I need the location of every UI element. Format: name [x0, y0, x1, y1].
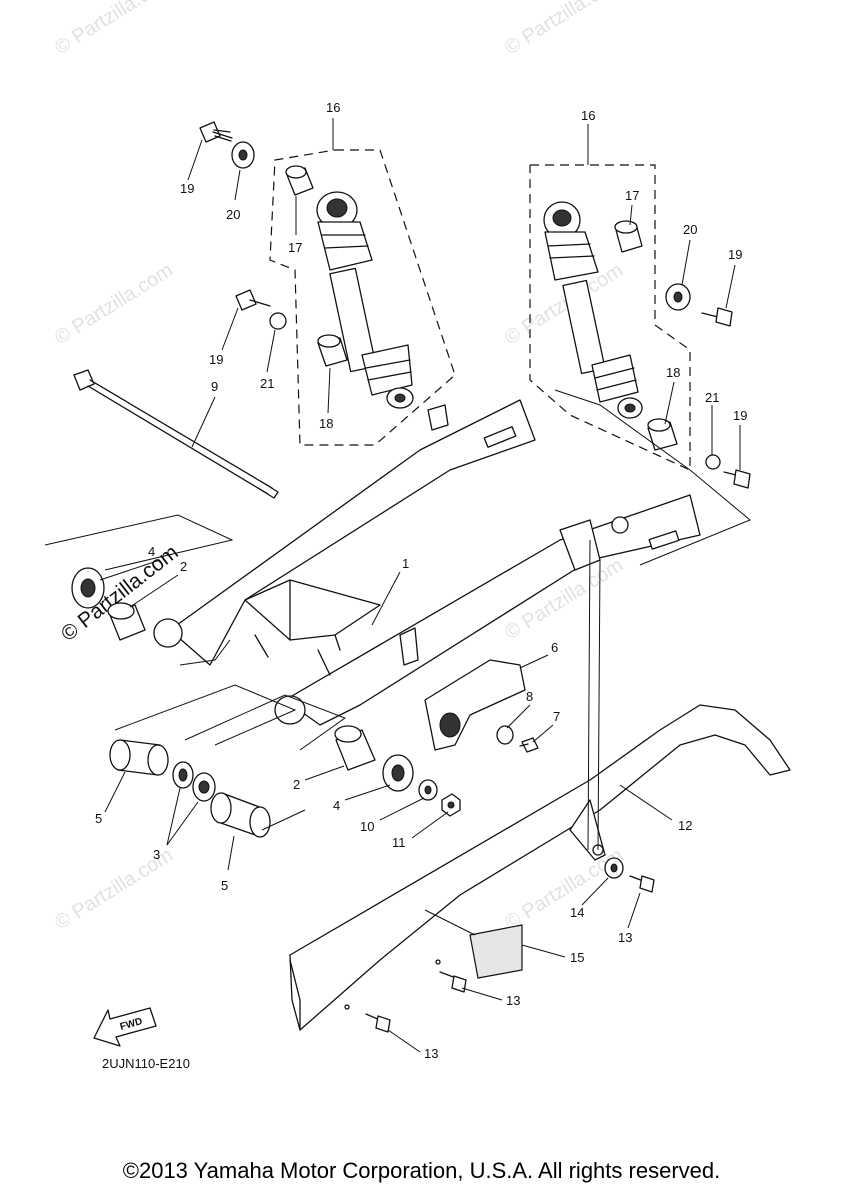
callout-3: 3	[153, 847, 160, 862]
reference-lines	[179, 389, 751, 851]
callout-20: 20	[226, 207, 240, 222]
rear-shock-absorber-left	[316, 191, 414, 409]
callout-21: 21	[705, 390, 719, 405]
callout-17: 17	[288, 240, 302, 255]
bolt-13-b	[439, 971, 467, 993]
pivot-shaft-9	[73, 369, 279, 499]
bushing-18-left	[317, 334, 348, 367]
washer-20-top-left	[231, 141, 255, 169]
callout-5: 5	[221, 878, 228, 893]
washer-21-right	[705, 454, 721, 470]
chain-guard-bracket-6	[424, 659, 526, 751]
callout-8: 8	[526, 689, 533, 704]
watermark: © Partzilla.com	[51, 259, 177, 349]
washer-21-left	[269, 312, 287, 330]
callout-leaders	[99, 118, 741, 1053]
callout-19: 19	[180, 181, 194, 196]
watermark: © Partzilla.com	[51, 0, 177, 59]
callout-11: 11	[392, 835, 406, 850]
callout-19: 19	[733, 408, 747, 423]
bolt-13-c	[365, 1013, 391, 1033]
callout-15: 15	[570, 950, 584, 965]
callout-20: 20	[683, 222, 697, 237]
watermark: © Partzilla.com	[501, 0, 627, 59]
shock-group-box-right	[529, 164, 691, 471]
bolt-19-top-left	[199, 121, 233, 143]
washer-14	[604, 857, 624, 879]
bushing-17-right	[614, 220, 643, 253]
callout-18: 18	[666, 365, 680, 380]
bolt-13-a	[629, 875, 655, 893]
washer-20-right	[665, 283, 691, 311]
collar-2-upper	[107, 602, 146, 641]
rear-shock-absorber-right	[543, 201, 643, 419]
bolt-19-lower-right	[723, 469, 751, 489]
callout-12: 12	[678, 818, 692, 833]
callout-4: 4	[333, 798, 340, 813]
callout-13: 13	[506, 993, 520, 1008]
callout-18: 18	[319, 416, 333, 431]
callout-13: 13	[424, 1046, 438, 1061]
callout-2: 2	[180, 559, 187, 574]
callout-10: 10	[360, 819, 374, 834]
callout-16: 16	[581, 108, 595, 123]
bolt-19-mid-left	[235, 289, 271, 311]
washer-10	[418, 779, 438, 801]
callout-2: 2	[293, 777, 300, 792]
callout-21: 21	[260, 376, 274, 391]
callout-17: 17	[625, 188, 639, 203]
collar-2-lower	[334, 725, 376, 771]
bushing-5-left	[109, 739, 169, 776]
copyright-notice: ©2013 Yamaha Motor Corporation, U.S.A. A…	[122, 1158, 721, 1183]
callout-14: 14	[570, 905, 584, 920]
callout-13: 13	[618, 930, 632, 945]
nut-11	[441, 793, 461, 817]
warning-label-15	[424, 909, 523, 979]
upper-parts-outline	[44, 514, 234, 571]
washer-8	[496, 725, 514, 745]
bushing-18-right	[647, 418, 678, 451]
seals-3	[172, 761, 216, 802]
callout-5: 5	[95, 811, 102, 826]
callout-7: 7	[553, 709, 560, 724]
bolt-19-upper-right	[701, 307, 733, 327]
callout-9: 9	[211, 379, 218, 394]
shock-group-box-left	[269, 149, 456, 446]
callout-labels: 16 16 19 20 17 19 21 18 9 4 2 1 17 20 19…	[95, 100, 747, 1061]
forward-arrow-icon: FWD	[93, 1007, 157, 1047]
seal-4-upper	[71, 567, 105, 609]
callout-19: 19	[728, 247, 742, 262]
watermarks: © Partzilla.com © Partzilla.com © Partzi…	[51, 0, 627, 934]
callout-19: 19	[209, 352, 223, 367]
callout-1: 1	[402, 556, 409, 571]
bushing-5-right	[210, 792, 271, 838]
lower-parts-outline	[114, 684, 347, 831]
chain-case-12	[289, 704, 791, 1031]
diagram-code: 2UJN110-E210	[102, 1056, 190, 1071]
seal-4-lower	[382, 754, 414, 792]
callout-4: 4	[148, 544, 155, 559]
callout-16: 16	[326, 100, 340, 115]
swingarm-1	[153, 399, 701, 726]
bushing-17-left	[285, 165, 314, 196]
callout-6: 6	[551, 640, 558, 655]
